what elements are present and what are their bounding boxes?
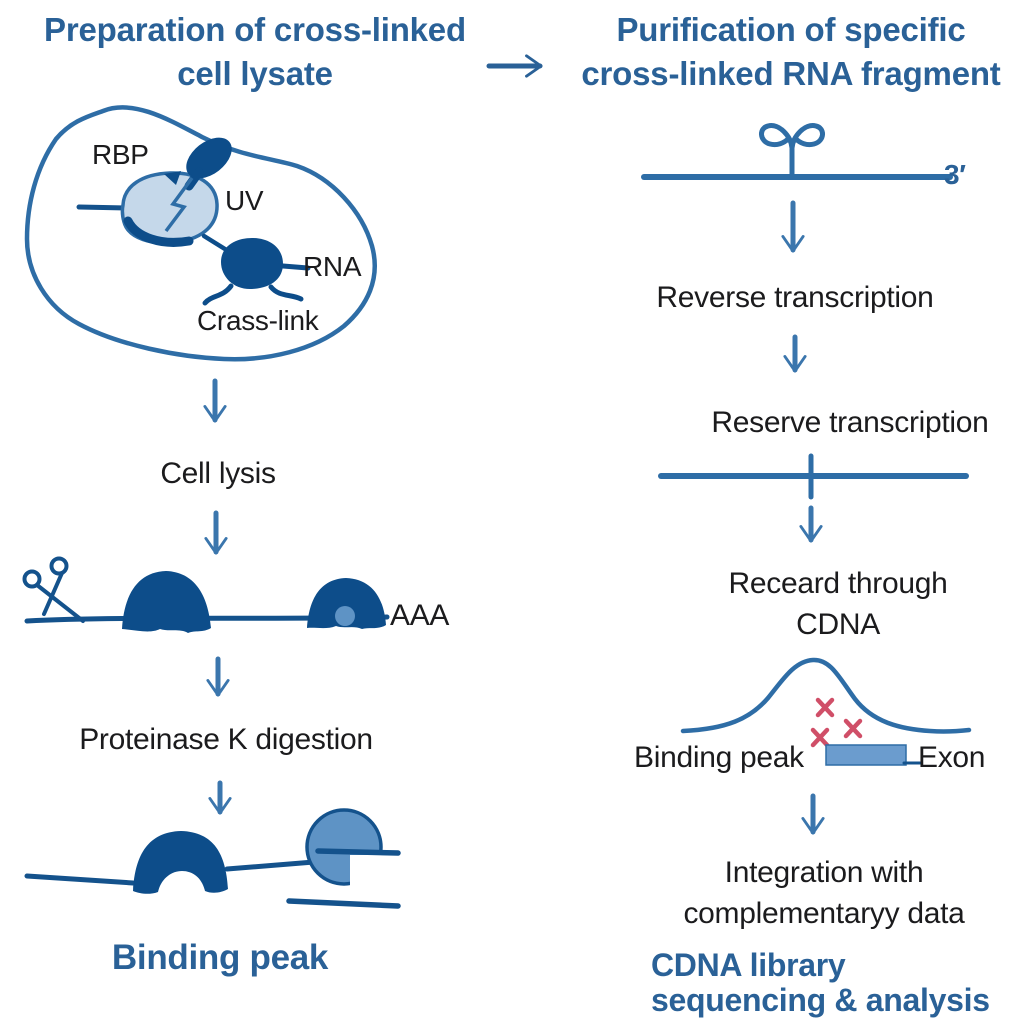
rna-fragment-with-adapter	[641, 123, 953, 180]
three-prime-label: 3′	[944, 159, 966, 190]
crosslink-site-dot	[335, 606, 355, 626]
rna-stub-line	[76, 204, 130, 211]
hairpin-adapter-icon	[759, 123, 825, 151]
polya-label: AAA	[390, 599, 450, 632]
exon-bar	[825, 744, 922, 766]
recard-through-label: Receard through CDNA	[620, 564, 1024, 645]
crosslink-label: Crass-link	[197, 305, 319, 336]
recard-line2: CDNA	[796, 607, 880, 641]
final-line1: CDNA library	[651, 947, 846, 983]
mutation-x-marks	[810, 697, 863, 748]
binding-peak-label-right: Binding peak	[634, 741, 804, 774]
reverse-transcription-label: Reverse transcription	[656, 281, 934, 314]
integration-line1: Integration with	[724, 856, 924, 889]
reserve-transcription-label: Reserve transcription	[711, 406, 989, 439]
proteinase-label: Proteinase K digestion	[79, 723, 373, 756]
scissors-icon	[22, 556, 85, 623]
rbp-label: RBP	[92, 139, 149, 170]
final-step-label: CDNA library sequencing & analysis	[651, 947, 990, 1019]
rna-bound-protein-blob	[202, 238, 311, 306]
final-line2: sequencing & analysis	[651, 982, 990, 1019]
short-read-line	[286, 898, 401, 909]
left-title-line2: cell lysate	[177, 54, 333, 92]
left-title: Preparation of cross-linked cell lysate	[10, 8, 500, 95]
integration-line2: complementaryy data	[683, 897, 965, 931]
coverage-curve	[680, 657, 972, 734]
recard-line1: Receard through	[728, 567, 948, 600]
binding-peak-dome	[133, 831, 228, 894]
left-title-line1: Preparation of cross-linked	[44, 11, 466, 48]
uv-flash-icon	[184, 137, 232, 191]
digested-fragments	[24, 808, 401, 909]
cell-outline	[24, 105, 377, 362]
rbp-protein-shape	[120, 171, 219, 247]
exon-label: Exon	[918, 741, 986, 774]
cell-lysis-label: Cell lysis	[160, 457, 276, 490]
right-title-line1: Purification of specific	[616, 11, 966, 48]
protein-pacman-shape	[305, 808, 401, 887]
integration-label: Integration with complementaryy data	[606, 852, 1024, 935]
protein-dome-left	[122, 571, 211, 633]
rna-label: RNA	[303, 251, 362, 282]
right-title: Purification of specific cross-linked RN…	[556, 8, 1024, 95]
protein-dome-right	[307, 578, 386, 629]
right-title-line2: cross-linked RNA fragment	[581, 54, 1001, 92]
lightning-bolt-icon	[164, 176, 194, 233]
uv-label: UV	[225, 185, 264, 216]
cdna-line-with-tick	[658, 453, 969, 500]
binding-peak-title-left: Binding peak	[111, 938, 329, 977]
